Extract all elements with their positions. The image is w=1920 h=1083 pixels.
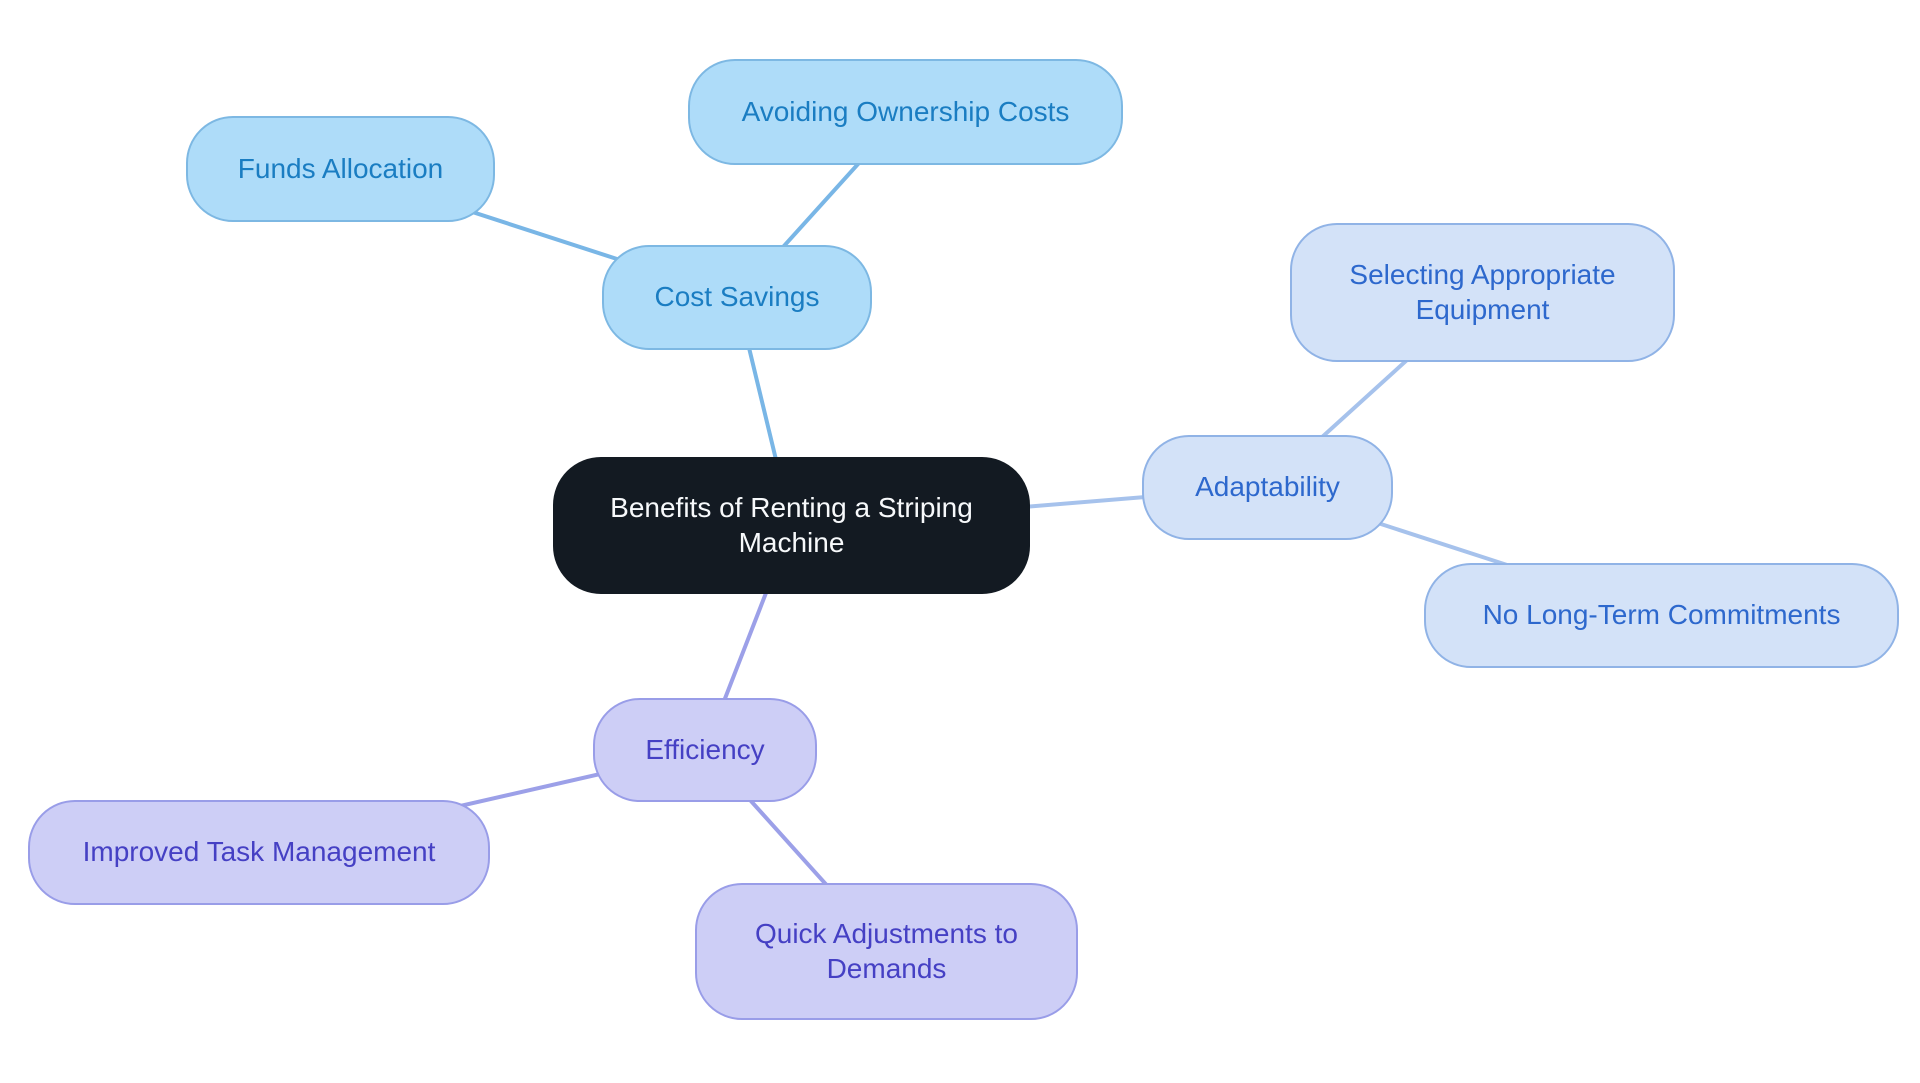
node-avoiding-ownership-costs-label: Avoiding Ownership Costs — [741, 95, 1070, 127]
node-efficiency[interactable]: Efficiency — [593, 698, 817, 802]
node-improved-task-management[interactable]: Improved Task Management — [28, 800, 490, 905]
node-adaptability[interactable]: Adaptability — [1142, 435, 1393, 540]
node-improved-task-management-label: Improved Task Management — [82, 836, 436, 868]
central-node-label: Benefits of Renting a Striping Machine — [610, 492, 973, 558]
node-cost-savings[interactable]: Cost Savings — [602, 245, 872, 350]
node-funds-allocation-label: Funds Allocation — [237, 152, 444, 184]
central-node[interactable]: Benefits of Renting a Striping Machine — [553, 457, 1030, 594]
node-selecting-appropriate-equipment[interactable]: Selecting Appropriate Equipment — [1290, 223, 1675, 362]
node-funds-allocation[interactable]: Funds Allocation — [186, 116, 495, 222]
node-avoiding-ownership-costs[interactable]: Avoiding Ownership Costs — [688, 59, 1123, 165]
node-no-long-term-commitments-label: No Long-Term Commitments — [1482, 599, 1841, 631]
node-quick-adjustments-to-demands-label: Quick Adjustments to Demands — [754, 918, 1018, 984]
node-efficiency-label: Efficiency — [645, 733, 765, 765]
node-selecting-appropriate-equipment-label: Selecting Appropriate Equipment — [1349, 259, 1616, 325]
node-adaptability-label: Adaptability — [1195, 471, 1340, 503]
node-quick-adjustments-to-demands[interactable]: Quick Adjustments to Demands — [695, 883, 1078, 1020]
node-no-long-term-commitments[interactable]: No Long-Term Commitments — [1424, 563, 1899, 668]
node-cost-savings-label: Cost Savings — [654, 281, 820, 313]
